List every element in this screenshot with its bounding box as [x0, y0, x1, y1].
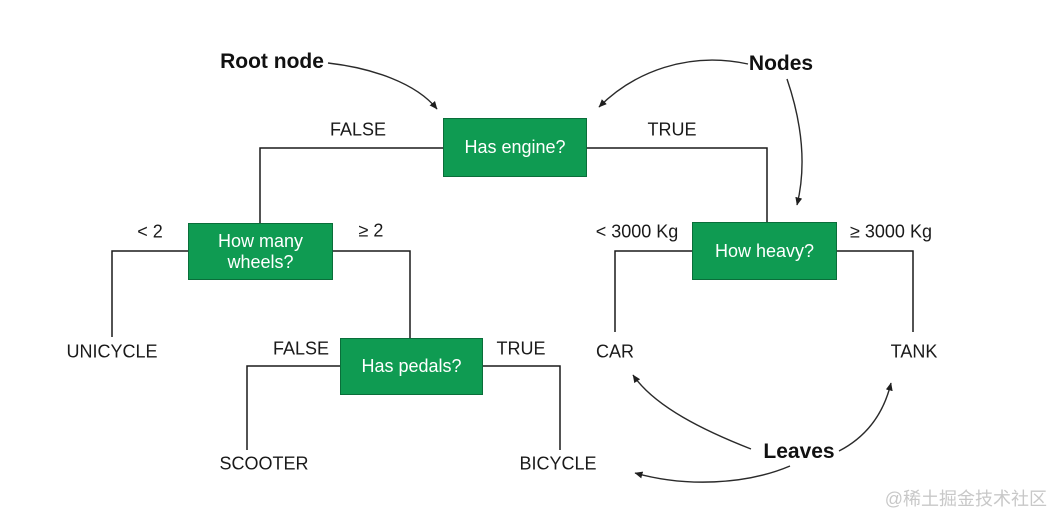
- arrow-leaves-to-tank: [838, 382, 893, 452]
- arrow-leaves-to-car: [632, 374, 752, 450]
- branch-label-wheels-gte2: ≥ 2: [358, 220, 384, 241]
- arrow-rootnode-to-engine: [327, 62, 438, 110]
- leaf-unicycle: UNICYCLE: [66, 341, 158, 362]
- branch-engine-false: [259, 147, 443, 223]
- leaf-scooter: SCOOTER: [219, 453, 309, 474]
- branch-label-engine-true: TRUE: [647, 119, 697, 140]
- arrow-leaves-to-bicycle: [634, 465, 791, 483]
- arrow-nodes-to-engine: [598, 59, 749, 108]
- branch-wheels-gte2: [333, 250, 411, 338]
- branch-label-pedals-false: FALSE: [272, 338, 330, 359]
- branch-label-wheels-lt2: < 2: [137, 221, 163, 242]
- node-has-pedals: Has pedals?: [340, 338, 483, 395]
- branch-heavy-gte3000: [837, 250, 914, 332]
- branch-wheels-lt2: [111, 250, 188, 337]
- leaf-tank: TANK: [890, 341, 938, 362]
- leaf-bicycle: BICYCLE: [519, 453, 597, 474]
- branch-heavy-lt3000: [614, 250, 692, 332]
- node-has-engine: Has engine?: [443, 118, 587, 177]
- annotation-nodes: Nodes: [748, 52, 814, 75]
- branch-pedals-true: [483, 365, 561, 450]
- node-how-many-wheels: How many wheels?: [188, 223, 333, 280]
- watermark: @稀土掘金技术社区: [884, 489, 1047, 509]
- arrow-nodes-to-heavy: [786, 78, 803, 206]
- branch-label-heavy-gte3000: ≥ 3000 Kg: [850, 221, 932, 242]
- branch-label-pedals-true: TRUE: [496, 338, 546, 359]
- annotation-root-node: Root node: [220, 50, 324, 73]
- leaf-car: CAR: [595, 341, 635, 362]
- branch-label-heavy-lt3000: < 3000 Kg: [595, 221, 679, 242]
- branch-pedals-false: [246, 365, 340, 450]
- node-how-heavy: How heavy?: [692, 222, 837, 280]
- branch-engine-true: [587, 147, 768, 222]
- annotation-leaves: Leaves: [763, 440, 835, 463]
- branch-label-engine-false: FALSE: [329, 119, 387, 140]
